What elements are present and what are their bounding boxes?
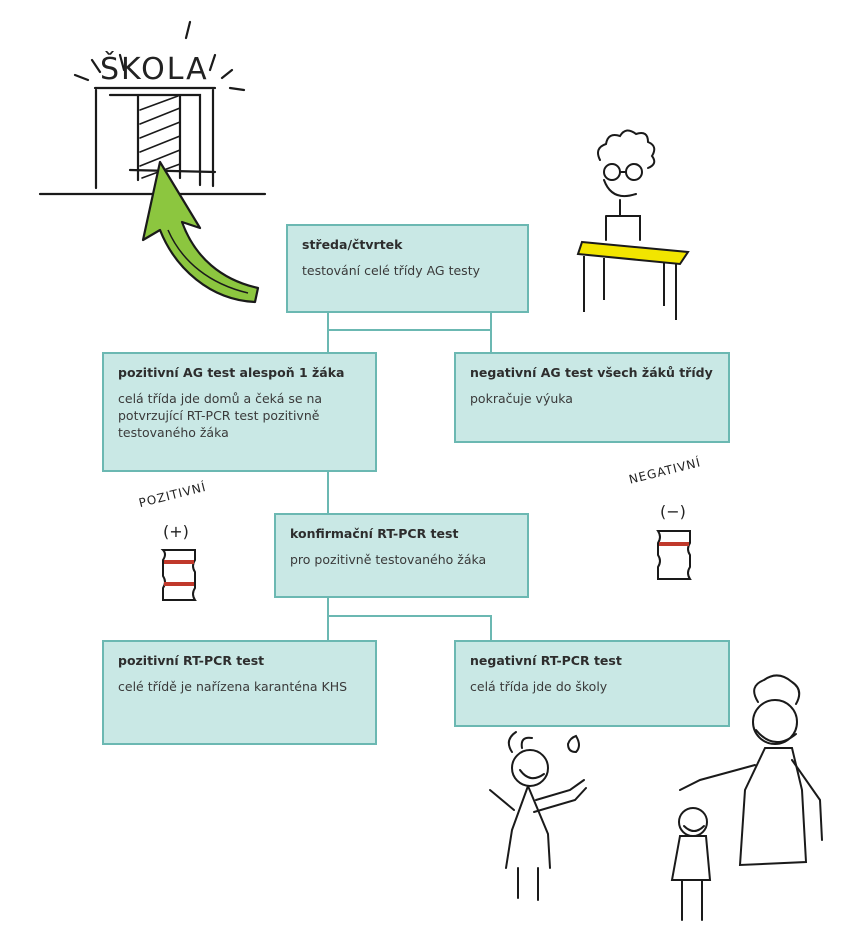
- negative-test-cassette-icon: [656, 530, 692, 580]
- connectors: [327, 313, 492, 640]
- node-ag-negative: negativní AG test všech žáků třídy pokra…: [454, 352, 730, 443]
- positive-sign: (+): [163, 522, 189, 541]
- child-handwashing-illustration: [489, 731, 587, 901]
- node-pcr-positive-text: celé třídě je nařízena karanténa KHS: [118, 679, 348, 694]
- node-pcr-confirm-title: konfirmační RT-PCR test: [290, 526, 459, 541]
- school-door-illustration: [38, 20, 267, 196]
- desk-illustration: [576, 240, 690, 320]
- teacher-and-child-illustration: [670, 674, 823, 921]
- node-ag-negative-title: negativní AG test všech žáků třídy: [470, 365, 713, 380]
- node-pcr-positive: pozitivní RT-PCR test celé třídě je naří…: [102, 640, 377, 745]
- green-arrow-to-school: [141, 160, 260, 304]
- node-pcr-confirm-text: pro pozitivně testovaného žáka: [290, 552, 487, 567]
- node-ag-positive-text: celá třída jde domů a čeká se na potvrzu…: [118, 391, 323, 440]
- connector-start-split: [327, 313, 492, 352]
- node-pcr-negative-title: negativní RT-PCR test: [470, 653, 622, 668]
- node-ag-positive: pozitivní AG test alespoň 1 žáka celá tř…: [102, 352, 377, 472]
- negative-sign: (−): [660, 502, 686, 521]
- school-sign: ŠKOLA: [100, 52, 209, 87]
- positive-test-cassette-icon: [160, 549, 197, 601]
- node-ag-negative-text: pokračuje výuka: [470, 391, 573, 406]
- node-start-text: testování celé třídy AG testy: [302, 263, 480, 278]
- node-pcr-confirm: konfirmační RT-PCR test pro pozitivně te…: [274, 513, 529, 598]
- node-ag-positive-title: pozitivní AG test alespoň 1 žáka: [118, 365, 345, 380]
- node-start-title: středa/čtvrtek: [302, 237, 403, 252]
- student-at-desk-illustration: [597, 129, 656, 241]
- node-pcr-negative-text: celá třída jde do školy: [470, 679, 608, 694]
- node-pcr-positive-title: pozitivní RT-PCR test: [118, 653, 265, 668]
- node-start: středa/čtvrtek testování celé třídy AG t…: [286, 224, 529, 313]
- connector-pcr-split: [327, 598, 492, 640]
- node-pcr-negative: negativní RT-PCR test celá třída jde do …: [454, 640, 730, 727]
